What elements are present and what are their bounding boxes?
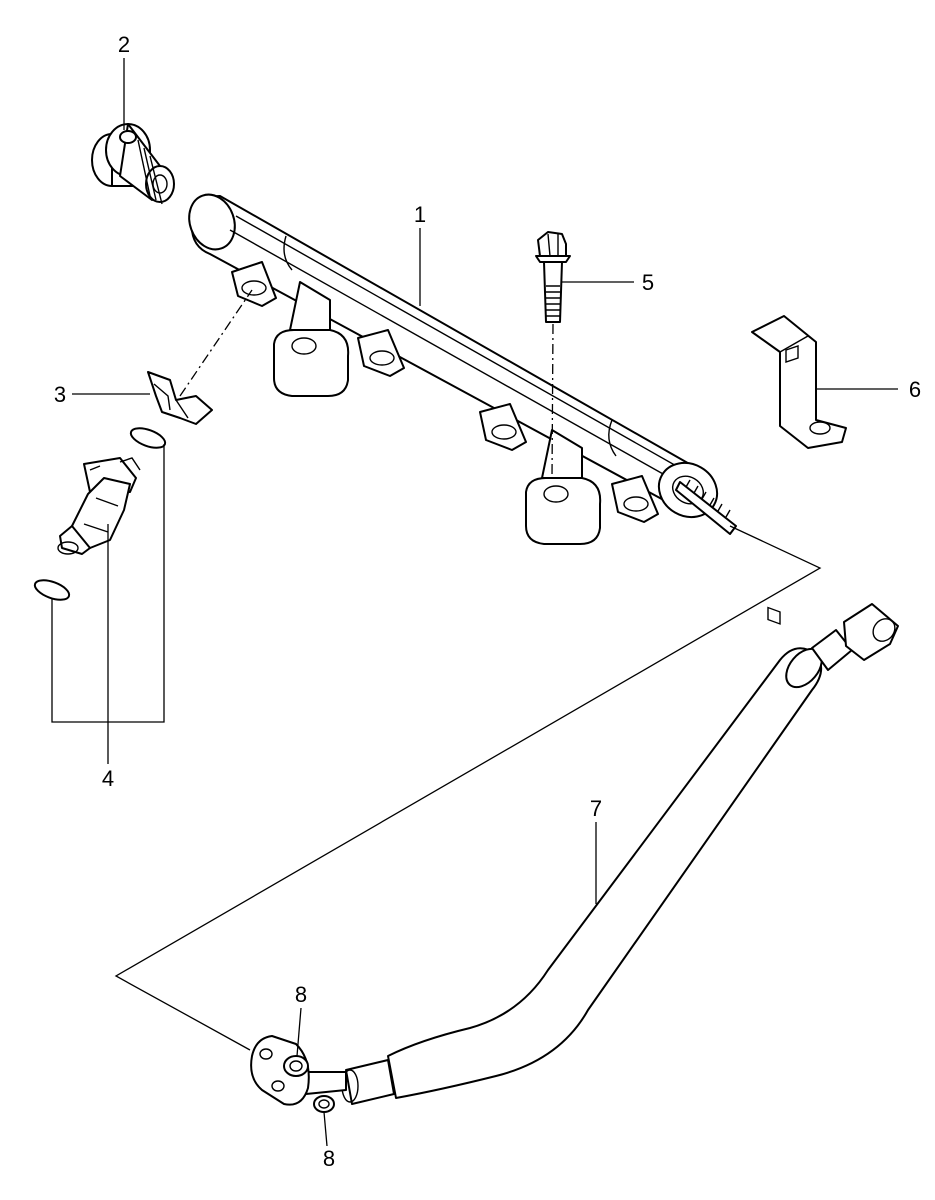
callout-2: 2	[118, 32, 130, 57]
part-4-injector	[33, 427, 167, 601]
callout-labels: 1 2 3 4 5 6 7 8 8	[54, 32, 921, 1171]
callout-1: 1	[414, 202, 426, 227]
callout-8-bottom: 8	[323, 1146, 335, 1171]
part-3-clip	[147, 289, 253, 425]
callout-3: 3	[54, 382, 66, 407]
leader-lines	[51, 58, 898, 1147]
callout-5: 5	[642, 270, 654, 295]
callout-7: 7	[590, 796, 602, 821]
part-7-fuel-hose	[250, 603, 899, 1113]
callout-6: 6	[909, 377, 921, 402]
part-5-bolt	[535, 231, 571, 479]
part-2-plug	[91, 123, 175, 205]
part-1-fuel-rail	[188, 193, 737, 545]
callout-8-top: 8	[295, 982, 307, 1007]
part-6-bracket	[751, 315, 847, 625]
callout-4: 4	[102, 766, 114, 791]
